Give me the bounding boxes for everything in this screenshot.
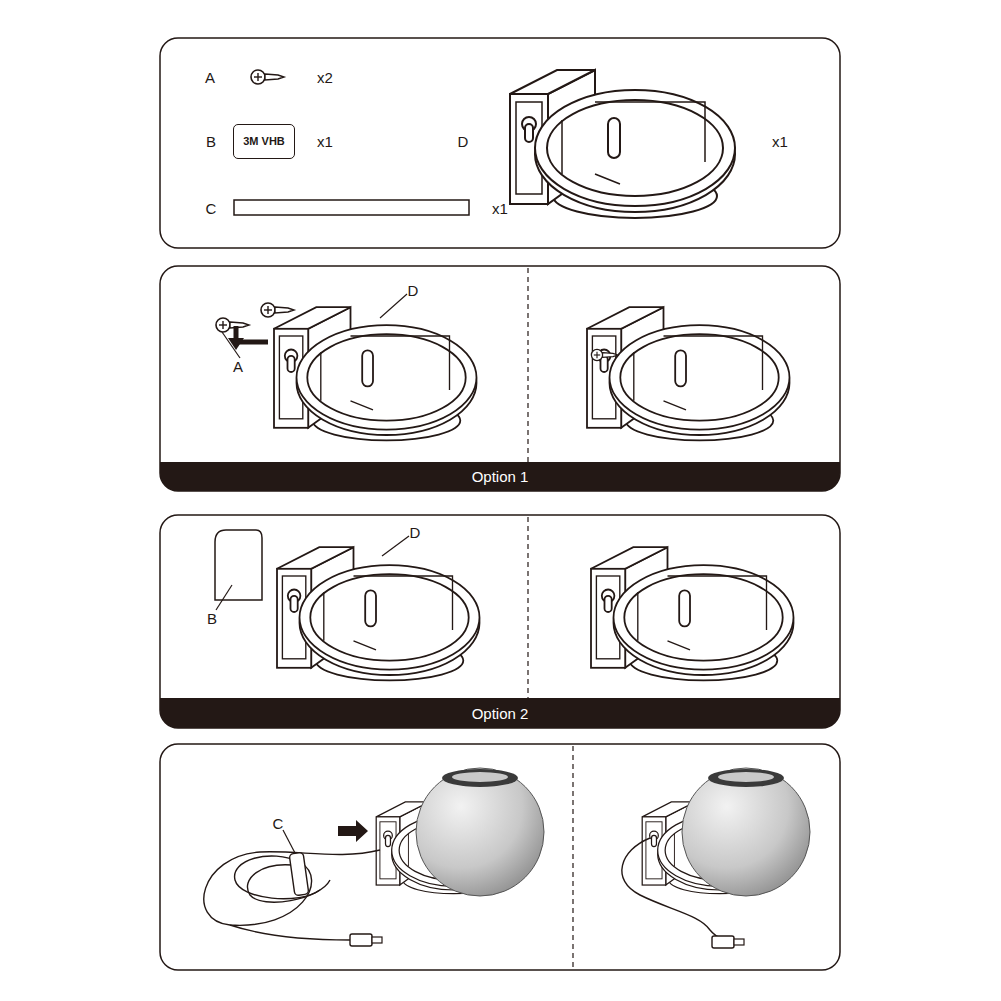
option-band: Option 1 bbox=[160, 462, 840, 491]
option-band: Option 2 bbox=[160, 698, 840, 728]
part-letter: C bbox=[273, 816, 284, 831]
quantity-label: x2 bbox=[317, 70, 333, 85]
part-letter: B bbox=[207, 611, 217, 626]
part-letter: B bbox=[206, 134, 216, 149]
node-text: 3M VHB bbox=[243, 135, 285, 147]
quantity-label: x1 bbox=[492, 201, 508, 216]
part-letter: A bbox=[233, 359, 243, 374]
adhesive-pad-box: 3M VHB bbox=[233, 124, 295, 159]
part-letter: C bbox=[206, 201, 217, 216]
part-letter: D bbox=[458, 134, 469, 149]
part-letter: D bbox=[408, 283, 419, 298]
node-text: Option 2 bbox=[472, 705, 529, 722]
node-text: Option 1 bbox=[472, 468, 529, 485]
part-letter: D bbox=[410, 525, 421, 540]
part-letter: A bbox=[205, 70, 215, 85]
quantity-label: x1 bbox=[772, 134, 788, 149]
quantity-label: x1 bbox=[317, 134, 333, 149]
